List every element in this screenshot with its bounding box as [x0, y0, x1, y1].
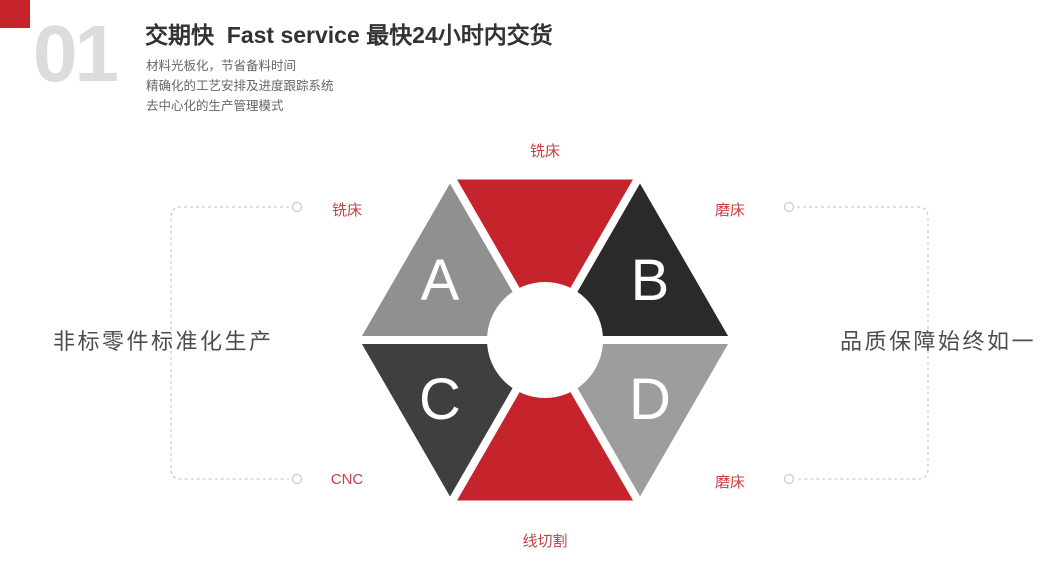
left-caption: 非标零件标准化生产	[53, 329, 274, 354]
segment-label-upper-right: 磨床	[714, 202, 745, 219]
bullet-line: 去中心化的生产管理模式	[146, 99, 284, 113]
segment-label-lower-right: 磨床	[714, 474, 745, 491]
segment-letter-a: A	[421, 248, 460, 313]
corner-accent-square	[0, 0, 30, 28]
segment-letter-b: B	[631, 248, 670, 313]
segment-label-top: 铣床	[529, 143, 560, 160]
section-number: 01	[33, 9, 119, 98]
hexagon-segment-upper-left	[348, 167, 552, 344]
section-title: 交期快 Fast service 最快24小时内交货	[145, 22, 553, 48]
bullet-line: 材料光板化，节省备料时间	[146, 59, 297, 73]
right-caption: 品质保障始终如一	[840, 329, 1037, 354]
segment-label-upper-left: 铣床	[331, 202, 362, 219]
segment-label-bottom: 线切割	[522, 533, 568, 550]
connector-node-bottom-right	[783, 473, 795, 485]
segment-letter-c: C	[419, 367, 461, 432]
segment-letter-d: D	[629, 367, 671, 432]
segment-label-lower-left: CNC	[330, 471, 364, 488]
bullet-line: 精确化的工艺安排及进度跟踪系统	[146, 79, 334, 93]
connector-node-bottom-left	[291, 473, 303, 485]
connector-node-top-left	[291, 201, 303, 213]
section-bullets: 材料光板化，节省备料时间 精确化的工艺安排及进度跟踪系统 去中心化的生产管理模式	[146, 56, 334, 116]
hexagon-center-circle	[487, 282, 603, 398]
connector-node-top-right	[783, 201, 795, 213]
